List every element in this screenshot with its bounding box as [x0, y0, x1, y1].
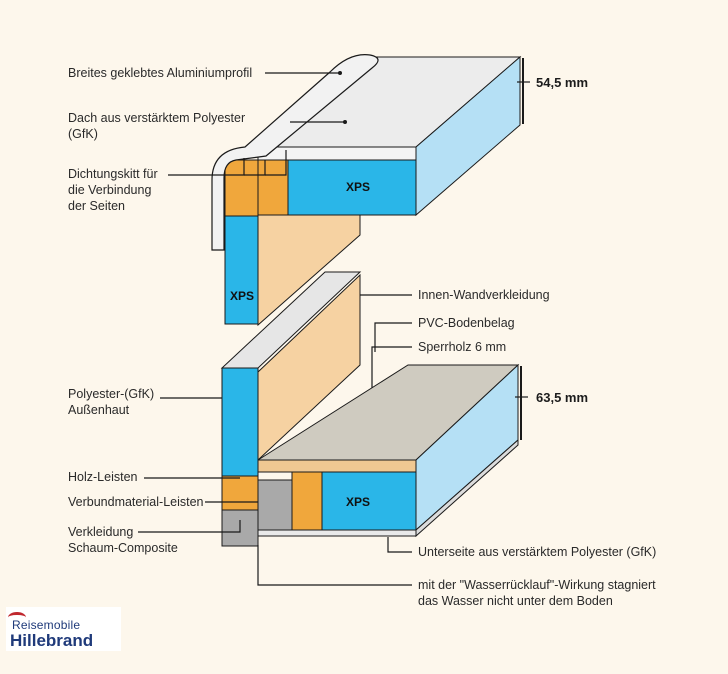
leader-pvc	[374, 322, 412, 352]
label-inner-wall: Innen-Wandverkleidung	[418, 288, 550, 302]
label-cladding-line2: Schaum-Composite	[68, 541, 178, 555]
leader-dot	[343, 120, 347, 124]
leader-underside	[387, 537, 412, 553]
leader-cladding	[138, 520, 241, 533]
label-sealant-line3: der Seiten	[68, 199, 125, 213]
underside-gfk	[257, 529, 417, 537]
label-pvc-floor: PVC-Bodenbelag	[418, 316, 515, 330]
logo-main-text: Hillebrand	[10, 631, 94, 650]
lower-wall-xps	[221, 367, 259, 477]
upper-wall-xps-label: XPS	[230, 289, 254, 303]
upper-wood-strip-right	[257, 159, 289, 216]
label-water-line2: das Wasser nicht unter dem Boden	[418, 594, 613, 608]
roof-thickness-label: 54,5 mm	[536, 75, 588, 90]
roof-xps-front	[287, 159, 417, 216]
label-water-line1: mit der "Wasserrücklauf"-Wirkung stagnie…	[418, 578, 656, 592]
leader-water	[257, 545, 412, 586]
logo-swoosh-icon	[8, 612, 26, 623]
label-composite-strips: Verbundmaterial-Leisten	[68, 495, 204, 509]
leader-dot	[338, 71, 342, 75]
floor-xps-label: XPS	[346, 495, 370, 509]
floor-thickness-label: 63,5 mm	[536, 390, 588, 405]
leader-sealant-3	[265, 150, 287, 176]
label-roof-line2: (GfK)	[68, 127, 98, 141]
upper-wall-xps	[224, 215, 259, 325]
label-plywood: Sperrholz 6 mm	[418, 340, 506, 354]
label-outer-skin-line2: Außenhaut	[68, 403, 130, 417]
roof-gfk-strip	[257, 146, 417, 161]
label-outer-skin-line1: Polyester-(GfK)	[68, 387, 154, 401]
floor-xps	[321, 471, 417, 531]
logo-top-text: Reisemobile	[12, 618, 81, 632]
label-wood-strips: Holz-Leisten	[68, 470, 138, 484]
label-roof-line1: Dach aus verstärktem Polyester	[68, 111, 245, 125]
label-underside: Unterseite aus verstärktem Polyester (Gf…	[418, 545, 656, 559]
label-sealant-line1: Dichtungskitt für	[68, 167, 158, 181]
roof-xps-label: XPS	[346, 180, 370, 194]
label-cladding-line1: Verkleidung	[68, 525, 133, 539]
label-aluminium-profile: Breites geklebtes Aluminiumprofil	[68, 66, 252, 80]
lower-wood-strip	[221, 475, 259, 511]
floor-plywood-strip	[257, 459, 417, 473]
label-sealant-line2: die Verbindung	[68, 183, 151, 197]
composite-strip	[257, 479, 293, 531]
upper-wood-strip-left	[224, 159, 259, 217]
underside-gfk-side	[415, 438, 519, 538]
leader-plywood	[371, 346, 412, 388]
floor-wood-strip	[291, 471, 323, 531]
aluminium-profile	[211, 54, 379, 251]
